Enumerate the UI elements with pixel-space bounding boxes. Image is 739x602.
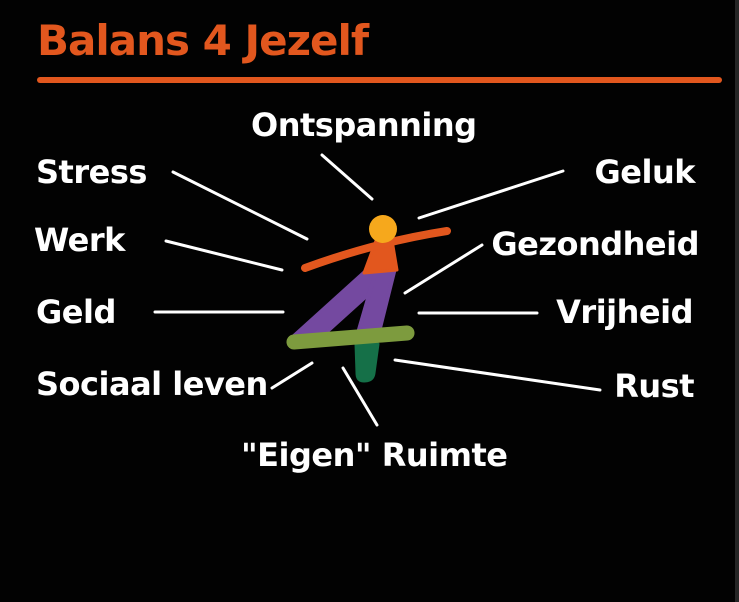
four-leg xyxy=(354,342,380,383)
label-geluk: Geluk xyxy=(594,153,696,191)
label-ontspanning: Ontspanning xyxy=(251,106,477,144)
line-geluk xyxy=(417,169,565,220)
connector-lines xyxy=(153,153,602,427)
label-rust: Rust xyxy=(614,367,694,405)
label-eigen-ruimte: "Eigen" Ruimte xyxy=(241,436,508,474)
label-geld: Geld xyxy=(36,293,116,331)
line-stress xyxy=(171,170,309,241)
label-vrijheid: Vrijheid xyxy=(556,293,693,331)
line-sociaal-leven xyxy=(270,361,314,390)
person-head xyxy=(369,215,397,243)
right-edge-strip xyxy=(735,0,739,602)
page-title: Balans 4 Jezelf xyxy=(37,16,369,65)
line-eigen-ruimte xyxy=(341,366,379,427)
line-gezondheid xyxy=(403,243,484,295)
line-werk xyxy=(164,239,284,272)
line-rust xyxy=(393,358,602,392)
line-ontspanning xyxy=(320,153,374,201)
label-stress: Stress xyxy=(36,153,147,191)
person-arms xyxy=(301,227,451,272)
person-4-logo-icon xyxy=(286,215,451,383)
label-werk: Werk xyxy=(34,221,125,259)
title-underline xyxy=(37,77,722,83)
four-crossbar xyxy=(286,325,415,350)
label-gezondheid: Gezondheid xyxy=(491,225,699,263)
label-sociaal-leven: Sociaal leven xyxy=(36,365,268,403)
